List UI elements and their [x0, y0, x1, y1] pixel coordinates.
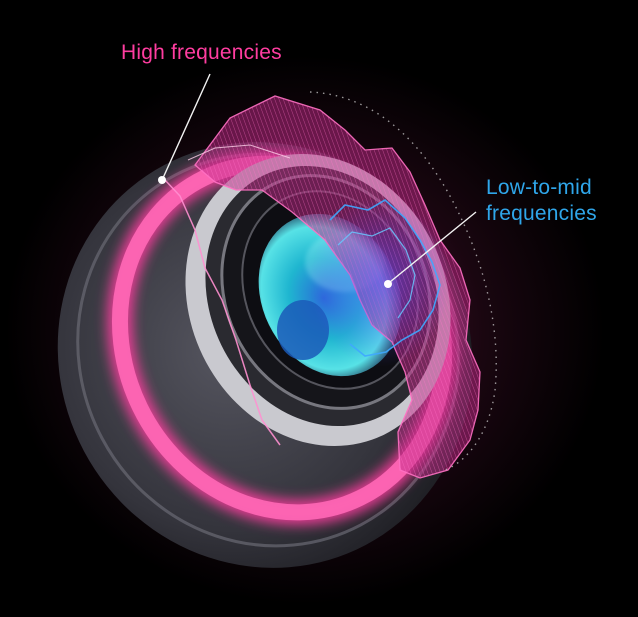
leader-line-high: [158, 73, 211, 184]
low-mid-frequency-waveform: [310, 197, 450, 367]
high-frequencies-label: High frequencies: [121, 41, 282, 64]
low-mid-label-line-1: Low-to-mid: [486, 176, 592, 199]
leader-line-low: [384, 211, 477, 288]
low-mid-label-line-2: frequencies: [486, 202, 597, 225]
low-mid-frequencies-label: Low-to-mid frequencies: [486, 175, 597, 227]
